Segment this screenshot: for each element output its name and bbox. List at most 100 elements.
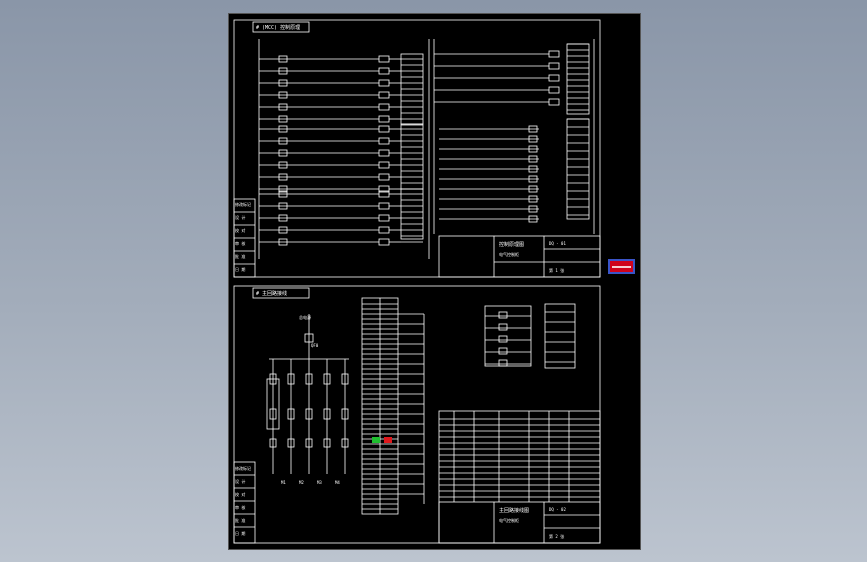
coil	[378, 226, 390, 234]
bottom-strip-row-3: 校 对	[235, 491, 245, 497]
top-project-sub: 电气控制柜	[499, 251, 519, 257]
contact	[278, 173, 288, 181]
coil	[548, 74, 560, 82]
contact	[278, 161, 288, 169]
bottom-sheet-title-box	[252, 287, 310, 299]
contact	[278, 149, 288, 157]
contact	[278, 79, 288, 87]
coil	[378, 238, 390, 246]
terminal-group	[566, 43, 590, 115]
overload-relay	[287, 438, 295, 448]
contact	[278, 55, 288, 63]
bottom-sheet-no: 第 2 张	[549, 533, 564, 539]
bottom-strip-row-2: 设 计	[235, 478, 245, 484]
coil	[528, 125, 538, 133]
coil	[378, 173, 390, 181]
motor-label-1: M1	[281, 480, 286, 485]
breaker	[305, 373, 313, 385]
top-strip-row-5: 批 准	[235, 253, 245, 259]
contact	[278, 202, 288, 210]
device	[498, 311, 508, 319]
coil	[528, 145, 538, 153]
breaker	[287, 373, 295, 385]
top-strip-row-6: 日 期	[235, 266, 245, 272]
top-project-name: 控制原理图	[499, 241, 524, 248]
bottom-sheet-title: # 主回路接线	[256, 290, 287, 297]
bottom-strip-row-6: 日 期	[235, 530, 245, 536]
overload-relay	[305, 438, 313, 448]
bottom-sheet	[233, 285, 601, 544]
terminal-group	[400, 123, 424, 190]
contact	[278, 238, 288, 246]
motor-label-3: M3	[317, 480, 322, 485]
coil	[378, 137, 390, 145]
coil	[548, 62, 560, 70]
device	[498, 347, 508, 355]
terminal-indicator-green	[372, 437, 380, 443]
breaker	[341, 373, 349, 385]
component-legend	[544, 303, 576, 369]
main-breaker	[304, 333, 314, 343]
coil	[378, 149, 390, 157]
coil	[378, 202, 390, 210]
coil	[378, 55, 390, 63]
coil	[378, 161, 390, 169]
bottom-strip-row-4: 审 核	[235, 504, 245, 510]
contact	[278, 103, 288, 111]
motor-label-2: M2	[299, 480, 304, 485]
contactor	[305, 408, 313, 420]
coil	[548, 50, 560, 58]
device	[498, 335, 508, 343]
motor-label-4: M4	[335, 480, 340, 485]
red-flag-icon-stripe	[612, 266, 631, 268]
overload-relay	[269, 438, 277, 448]
top-title-block	[438, 235, 601, 278]
top-sheet-no: 第 1 张	[549, 267, 564, 273]
overload-relay	[323, 438, 331, 448]
bottom-left-strip	[233, 461, 256, 544]
device	[498, 359, 508, 367]
coil	[548, 98, 560, 106]
coil	[528, 155, 538, 163]
bottom-strip-row-5: 批 准	[235, 517, 245, 523]
terminal-indicator-red	[384, 437, 392, 443]
terminal-group	[566, 118, 590, 220]
contact	[278, 125, 288, 133]
terminal-group	[400, 188, 424, 240]
contact	[278, 214, 288, 222]
top-strip-row-4: 审 核	[235, 240, 245, 246]
coil	[528, 135, 538, 143]
top-sheet-frame	[233, 19, 601, 278]
coil	[378, 214, 390, 222]
coil	[378, 115, 390, 123]
contactor	[269, 408, 277, 420]
breaker	[323, 373, 331, 385]
coil	[528, 185, 538, 193]
top-strip-row-3: 校 对	[235, 227, 245, 233]
top-strip-row-2: 设 计	[235, 214, 245, 220]
top-strip-row-1: 修改标记	[235, 201, 251, 207]
bottom-project-sub: 电气控制柜	[499, 517, 519, 523]
contact	[278, 185, 288, 193]
top-sheet-title-box	[252, 21, 310, 33]
contactor	[323, 408, 331, 420]
top-sheet	[233, 19, 601, 278]
control-branch	[266, 378, 280, 430]
contact	[278, 137, 288, 145]
electrical-schematic: # (MCC) 控制原理 修改标记 设 计 校 对 审 核 批 准 日 期 控制…	[233, 19, 601, 544]
red-flag-icon[interactable]	[608, 259, 635, 274]
coil	[548, 86, 560, 94]
overload-relay	[341, 438, 349, 448]
cad-drawing-canvas[interactable]: # (MCC) 控制原理 修改标记 设 计 校 对 审 核 批 准 日 期 控制…	[228, 13, 641, 550]
coil	[378, 125, 390, 133]
coil	[528, 195, 538, 203]
contact	[278, 226, 288, 234]
coil	[378, 79, 390, 87]
bottom-title-block	[438, 501, 601, 544]
coil	[528, 175, 538, 183]
coil	[528, 205, 538, 213]
device	[498, 323, 508, 331]
contact	[278, 91, 288, 99]
bus-label: 总电源	[299, 314, 311, 320]
bottom-project-name: 主回路接线图	[499, 507, 529, 514]
